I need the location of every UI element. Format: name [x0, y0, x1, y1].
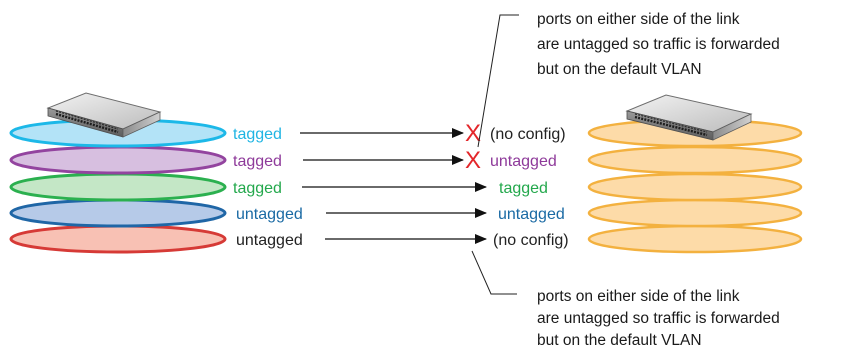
top-annotation: ports on either side of the link are unt… — [477, 11, 780, 148]
right-switch-icon — [625, 94, 753, 141]
right-vlan-layer-3 — [587, 172, 803, 202]
left-switch-vlan-stack — [9, 118, 227, 254]
right-port-label-1: (no config) — [490, 126, 566, 143]
right-switch-vlan-stack — [587, 118, 803, 254]
bottom-annotation-line-2: are untagged so traffic is forwarded — [537, 310, 780, 327]
left-vlan-layer-4 — [9, 198, 227, 228]
right-vlan-layer-5 — [587, 224, 803, 254]
right-vlan-layer-2 — [587, 145, 803, 175]
right-port-label-4: untagged — [498, 206, 565, 223]
left-port-label-4: untagged — [236, 206, 303, 223]
mismatch-x-icon-1: X — [465, 120, 481, 147]
right-port-label-5: (no config) — [493, 232, 569, 249]
left-switch-icon — [46, 92, 162, 138]
bottom-annotation-line-1: ports on either side of the link — [537, 288, 740, 305]
bottom-annotation-leader — [471, 250, 517, 295]
mismatch-x-icon-2: X — [465, 147, 481, 174]
left-port-label-5: untagged — [236, 232, 303, 249]
left-vlan-layer-2 — [9, 145, 227, 175]
left-vlan-layer-3 — [9, 172, 227, 202]
top-annotation-line-2: are untagged so traffic is forwarded — [537, 36, 780, 53]
top-annotation-line-3: but on the default VLAN — [537, 61, 702, 78]
top-annotation-leader — [477, 14, 519, 148]
left-vlan-layer-5 — [9, 224, 227, 254]
right-vlan-layer-4 — [587, 198, 803, 228]
bottom-annotation: ports on either side of the link are unt… — [471, 250, 780, 349]
left-port-label-2: tagged — [233, 153, 282, 170]
right-port-label-2: untagged — [490, 153, 557, 170]
bottom-annotation-line-3: but on the default VLAN — [537, 332, 702, 349]
right-port-label-3: tagged — [499, 180, 548, 197]
left-port-label-3: tagged — [233, 180, 282, 197]
top-annotation-line-1: ports on either side of the link — [537, 11, 740, 28]
left-port-label-1: tagged — [233, 126, 282, 143]
